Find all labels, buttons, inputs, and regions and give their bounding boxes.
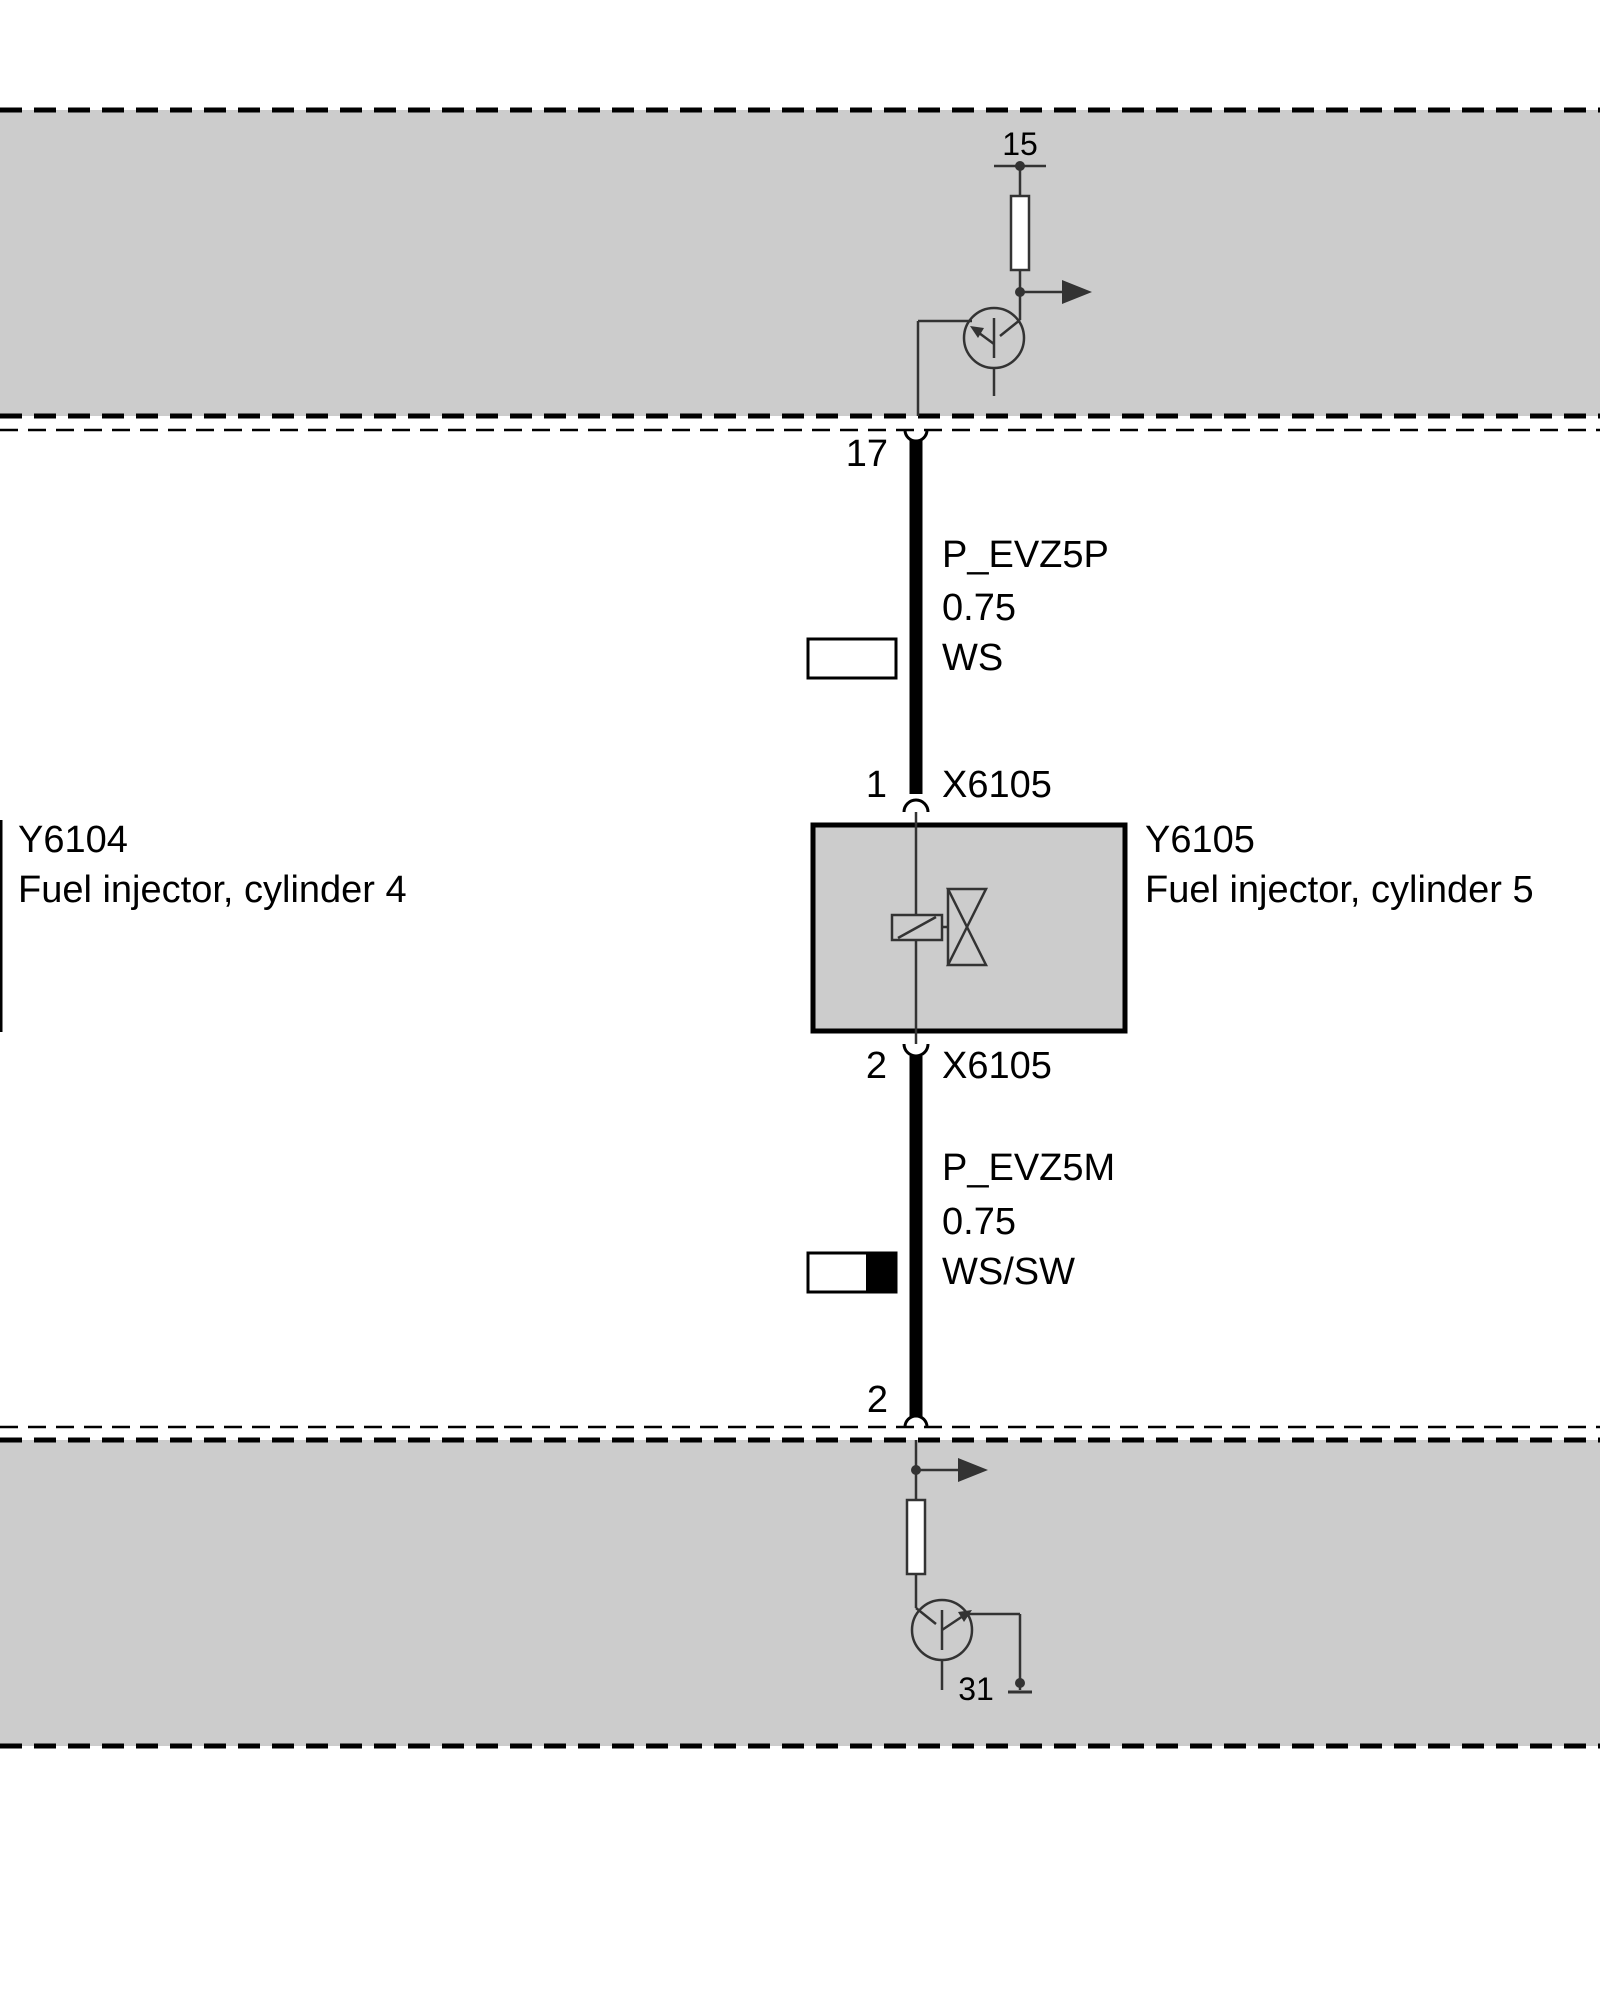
- wire-lower-color-code: WS/SW: [942, 1251, 1075, 1293]
- bottom-module: 31: [0, 1437, 1600, 1749]
- neighbor-component-id: Y6104: [18, 819, 128, 861]
- connector-lower-pin: 2: [866, 1045, 887, 1087]
- module-pin-17-label: 17: [846, 433, 888, 475]
- ground-node: [1015, 1678, 1025, 1688]
- low-side-transistor-icon: [910, 1598, 1022, 1690]
- wire-upper-color-code: WS: [942, 637, 1003, 679]
- wire-upper-cross-section: 0.75: [942, 587, 1016, 629]
- terminal-15-label: 15: [1002, 126, 1038, 162]
- component-id: Y6105: [1145, 819, 1255, 861]
- pullup-resistor-icon: [1009, 194, 1031, 272]
- component-description: Fuel injector, cylinder 5: [1145, 869, 1534, 911]
- wire-lower-color-swatch: [806, 1251, 898, 1294]
- signal-arrow-bottom-icon: [958, 1458, 988, 1482]
- connector-lower-icon: [902, 1043, 930, 1058]
- injector-valve-icon: [945, 887, 989, 967]
- connector-upper-id: X6105: [942, 764, 1052, 806]
- bottom-module-background: [0, 1440, 1600, 1746]
- top-module-background: [0, 110, 1600, 416]
- wire-upper-signal-name: P_EVZ5P: [942, 534, 1109, 576]
- solenoid-coil-icon: [890, 913, 948, 942]
- sense-resistor-icon: [905, 1498, 927, 1576]
- module-pin-17-connector-icon: [903, 429, 929, 443]
- module-pin-2-label: 2: [867, 1379, 888, 1421]
- terminal-31-label: 31: [958, 1671, 994, 1707]
- wire-lower-cross-section: 0.75: [942, 1201, 1016, 1243]
- fuel-injector-y6105: [810, 812, 1128, 1044]
- connector-upper-pin: 1: [866, 764, 887, 806]
- connector-upper-icon: [902, 798, 930, 813]
- connector-lower-id: X6105: [942, 1045, 1052, 1087]
- wire-lower-signal-name: P_EVZ5M: [942, 1147, 1115, 1189]
- module-pin-2-connector-icon: [903, 1414, 929, 1428]
- high-side-transistor-icon: [916, 300, 1026, 416]
- top-module: 15: [0, 107, 1600, 419]
- signal-arrow-icon: [1062, 280, 1092, 304]
- wire-upper-color-swatch: [806, 637, 898, 680]
- component-box: [810, 822, 1128, 1034]
- neighbor-component-description: Fuel injector, cylinder 4: [18, 869, 407, 911]
